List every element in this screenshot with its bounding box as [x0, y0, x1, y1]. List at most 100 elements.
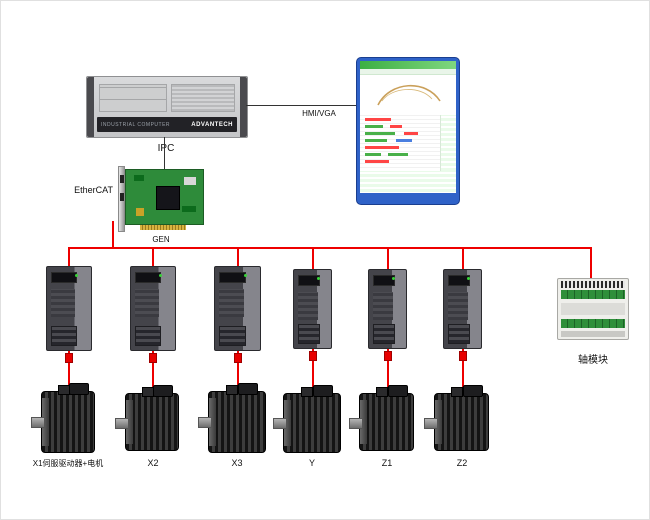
cable-plug-1: [65, 353, 73, 363]
hmi-titlebar: [360, 61, 456, 69]
bus-drop-5: [387, 247, 389, 269]
drive-vents: [51, 289, 76, 317]
hmi-footer-bar: [360, 193, 456, 201]
motor-connector: [387, 385, 408, 397]
bus-horizontal: [68, 247, 592, 249]
drive-led: [158, 274, 162, 277]
ipc-vents: [171, 84, 235, 112]
hmi-menubar: [360, 69, 456, 75]
hmi-value-green: [365, 132, 395, 135]
drive-led: [391, 277, 395, 280]
motor-connector-small: [375, 387, 388, 397]
ipc-chassis: INDUSTRIAL COMPUTER ADVANTECH: [86, 76, 248, 138]
axis-label-x2: X2: [147, 458, 159, 468]
card-pcb: [125, 169, 204, 225]
motor-flange: [360, 400, 367, 444]
hmi-value-green: [388, 153, 408, 156]
ipc-drive-bays: [99, 84, 167, 112]
motor-connector: [153, 385, 174, 397]
cable-plug-2: [149, 353, 157, 363]
motor-cable-2: [152, 351, 154, 391]
card-bracket: [118, 166, 125, 232]
ipc-hmi-cable: [246, 105, 356, 106]
drive-terminals: [135, 326, 162, 346]
drive-vents: [448, 292, 469, 320]
motor-shaft: [31, 417, 45, 429]
ipc-card-cable: [164, 137, 165, 169]
motor-connector: [462, 385, 483, 397]
cable-plug-5: [384, 351, 392, 361]
pcb-component: [182, 206, 196, 212]
drive-display: [448, 275, 471, 286]
axis-base: [561, 331, 625, 337]
drive-terminals: [298, 324, 321, 344]
drive-vents: [373, 292, 394, 320]
drive-vents: [219, 289, 244, 317]
hmi-monitor: [356, 57, 460, 205]
hmi-screen: [360, 61, 456, 201]
ipc-front-panel: INDUSTRIAL COMPUTER ADVANTECH: [97, 117, 237, 132]
motor-shaft: [273, 418, 287, 430]
motor-connector: [69, 383, 90, 395]
bus-drop-axis: [590, 247, 592, 278]
ethercat-port-1: [120, 175, 124, 183]
servo-drive-x1: [46, 266, 92, 351]
ethercat-card: [118, 166, 204, 232]
ipc-handle-left: [87, 77, 94, 137]
servo-motor-z1: [349, 385, 414, 451]
motor-cable-4: [312, 349, 314, 393]
ethercat-port-2: [120, 193, 124, 201]
bus-drop-2: [152, 247, 154, 266]
axis-module-label: 轴模块: [578, 355, 608, 366]
hmi-vga-label: HMI/VGA: [302, 109, 336, 118]
drive-display: [373, 275, 396, 286]
cable-plug-6: [459, 351, 467, 361]
drive-led: [243, 274, 247, 277]
drive-vents: [298, 292, 319, 320]
drive-led: [74, 274, 78, 277]
axis-label-y: Y: [308, 458, 315, 468]
pcb-component: [184, 177, 196, 185]
motor-connector-small: [57, 385, 70, 395]
servo-drive-y: [293, 269, 332, 349]
motor-shaft: [115, 417, 129, 429]
bus-stem: [112, 221, 114, 249]
pcb-component: [134, 175, 144, 181]
hmi-value-green: [365, 153, 381, 156]
motor-shaft: [198, 417, 212, 429]
servo-motor-z2: [424, 385, 489, 451]
hmi-data-table: [360, 115, 456, 171]
drive-terminals: [373, 324, 396, 344]
bus-drop-4: [312, 247, 314, 269]
hmi-status-rows: [360, 171, 456, 192]
card-main-chip: [156, 186, 180, 210]
card-name-label: GEN: [152, 235, 170, 244]
axis-label-x1: X1伺服驱动器+电机: [32, 459, 104, 468]
pcb-component: [136, 208, 144, 216]
servo-motor-y: [273, 385, 341, 453]
motor-cable-1: [68, 351, 70, 391]
servo-drive-z1: [368, 269, 407, 349]
ipc-brand-text: ADVANTECH: [191, 121, 233, 128]
axis-label-z1: Z1: [381, 458, 393, 468]
axis-pin-header: [561, 281, 625, 288]
ethercat-label: EtherCAT: [74, 185, 113, 195]
motor-connector-small: [225, 385, 238, 395]
drive-terminals: [51, 326, 78, 346]
servo-motor-x1: [31, 383, 95, 453]
hmi-value-red: [404, 132, 418, 135]
bus-drop-3: [237, 247, 239, 266]
axis-terminal-bottom: [561, 319, 625, 328]
bus-drop-1: [68, 247, 70, 266]
motor-cable-3: [237, 351, 239, 391]
motor-connector-small: [450, 387, 463, 397]
motor-cable-5: [387, 349, 389, 393]
drive-led: [316, 277, 320, 280]
servo-motor-x3: [198, 383, 266, 453]
drive-terminals: [448, 324, 471, 344]
hmi-value-red: [365, 118, 391, 121]
axis-label-x3: X3: [231, 458, 243, 468]
cable-plug-3: [234, 353, 242, 363]
cable-plug-4: [309, 351, 317, 361]
hmi-value-green: [365, 139, 387, 142]
